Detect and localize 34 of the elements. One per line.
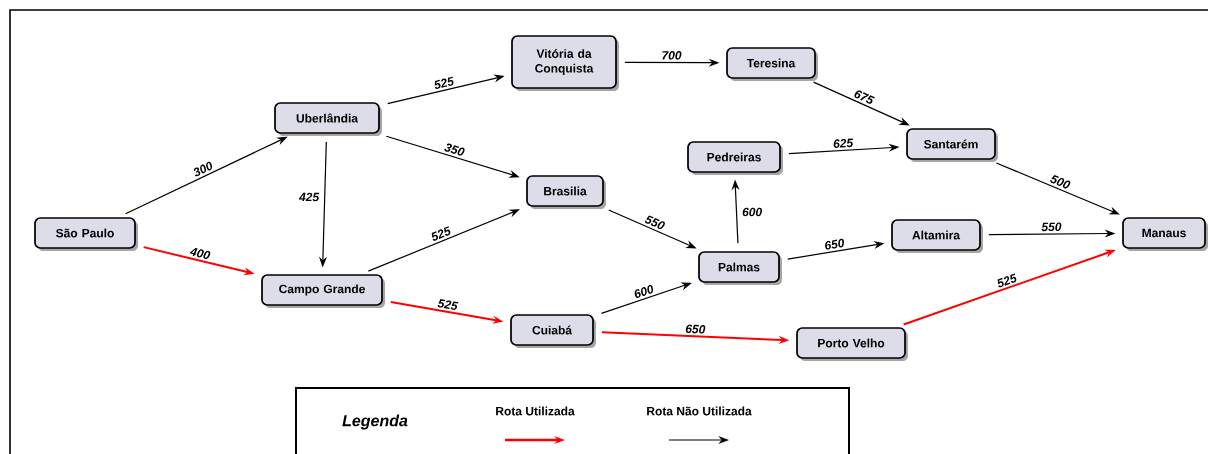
edge-label: 675 xyxy=(854,90,875,104)
city-box: Uberlândia xyxy=(274,102,382,136)
city-box: Brasilia xyxy=(526,175,606,209)
city-box: Manaus xyxy=(1122,217,1208,251)
city-box: Teresina xyxy=(726,47,818,81)
city-box: Campo Grande xyxy=(261,274,385,308)
legend-label: Rota Não Utilizada xyxy=(647,406,752,416)
edge-label: 400 xyxy=(189,248,211,259)
edge-label: 525 xyxy=(997,273,1017,288)
edge-label: 650 xyxy=(825,238,844,250)
edge-label: 600 xyxy=(634,284,654,298)
city-box: Cuiabá xyxy=(510,314,596,348)
edge-label: 300 xyxy=(193,161,213,177)
legend-label: Rota Utilizada xyxy=(496,406,575,416)
edge-label: 650 xyxy=(685,324,706,334)
edge-label: 425 xyxy=(298,192,320,202)
city-box: Altamira xyxy=(891,219,983,253)
city-box: São Paulo xyxy=(34,217,138,251)
edge-label: 525 xyxy=(437,299,459,310)
edge-label: 525 xyxy=(431,226,451,241)
edge-label: 700 xyxy=(662,51,682,60)
edge-label: 550 xyxy=(1041,222,1062,232)
edge-label: 550 xyxy=(644,215,665,230)
city-box: Porto Velho xyxy=(796,327,908,361)
city-box: Santarém xyxy=(906,128,998,162)
edge-label: 600 xyxy=(742,207,762,217)
edge-label: 525 xyxy=(434,76,454,89)
edge-label: 500 xyxy=(1050,174,1071,189)
city-box: Pedreiras xyxy=(687,141,783,175)
legend-title: Legenda xyxy=(342,414,408,430)
edge-label: 350 xyxy=(444,143,465,156)
city-box: Palmas xyxy=(698,251,782,285)
city-box: Vitória da Conquista xyxy=(511,35,619,91)
edge-label: 625 xyxy=(833,138,853,148)
